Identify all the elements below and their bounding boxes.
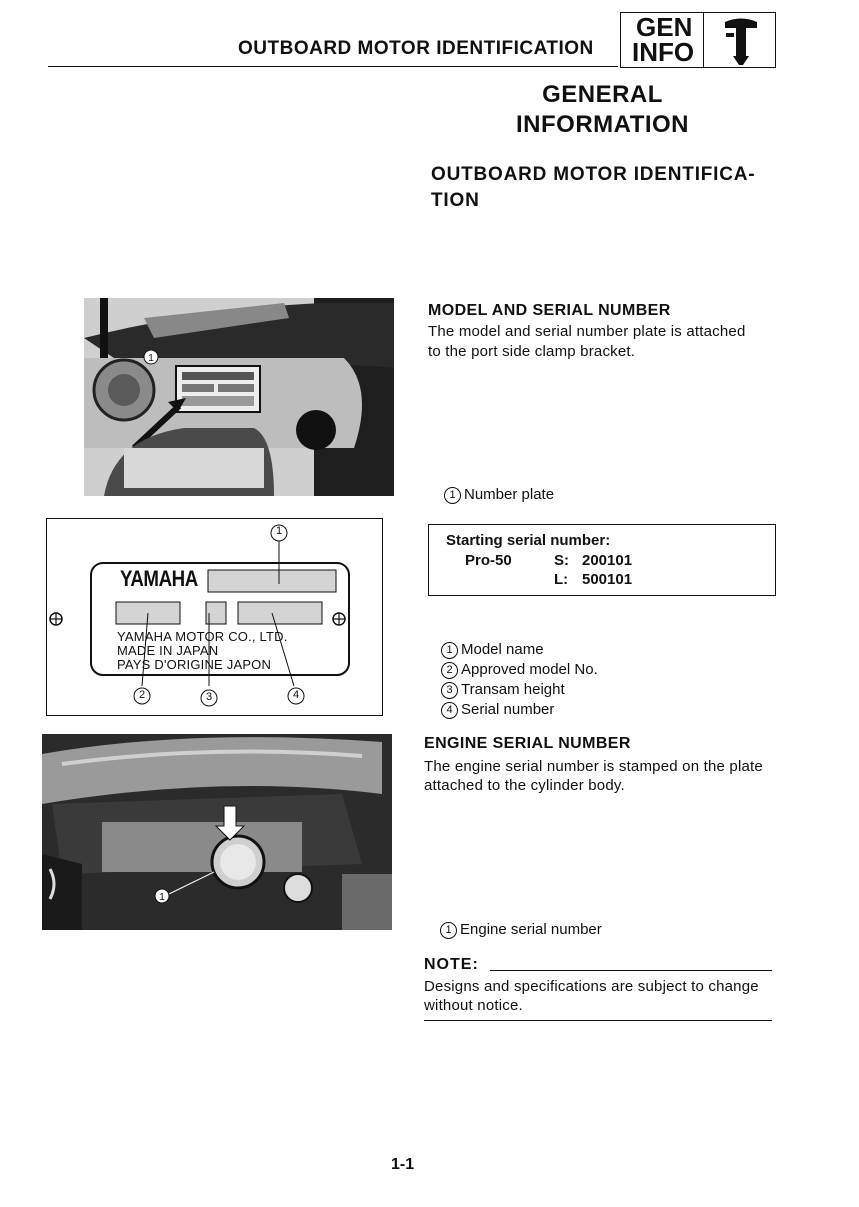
- engine-serial-para-line2: attached to the cylinder body.: [424, 777, 625, 794]
- plate-brand: YAMAHA: [120, 566, 198, 591]
- legend-text: Serial number: [461, 701, 555, 718]
- badge-info: INFO: [632, 37, 695, 67]
- running-title: OUTBOARD MOTOR IDENTIFICATION: [238, 38, 594, 59]
- svg-text:1: 1: [148, 353, 154, 364]
- note-label: NOTE:: [424, 956, 479, 973]
- legend-text: Transam height: [461, 681, 565, 698]
- serial-l-value: 500101: [582, 571, 633, 588]
- note-line1: Designs and specifications are subject t…: [424, 978, 759, 995]
- caption-text: Engine serial number: [460, 921, 602, 938]
- chapter-title-line2: INFORMATION: [515, 111, 690, 138]
- serial-s-value: 200101: [582, 552, 633, 569]
- plate-origin-fr-line: PAYS D'ORIGINE JAPON: [117, 657, 272, 672]
- engine-serial-heading: ENGINE SERIAL NUMBER: [424, 735, 631, 752]
- section-title-line1: OUTBOARD MOTOR IDENTIFICA-: [431, 164, 756, 185]
- serial-l-key: L:: [554, 571, 569, 588]
- plate-callout-4: 4: [292, 689, 300, 701]
- model-serial-para-line1: The model and serial number plate is att…: [428, 323, 746, 340]
- callout-number: 1: [444, 487, 461, 504]
- section-title: OUTBOARD MOTOR IDENTIFICA- TION: [431, 162, 781, 214]
- outboard-motor-icon: [725, 18, 757, 65]
- callout-number: 1: [440, 922, 457, 939]
- chapter-title-line1: GENERAL: [542, 81, 663, 108]
- svg-text:1: 1: [159, 892, 165, 903]
- starting-serial-box: [428, 524, 776, 596]
- legend-text: Model name: [461, 641, 544, 658]
- clamp-bracket-photo: 1: [84, 298, 394, 496]
- badge-divider: [703, 12, 704, 68]
- badge-gen: GEN: [636, 12, 693, 42]
- model-serial-heading: MODEL AND SERIAL NUMBER: [428, 302, 671, 319]
- engine-serial-para-line1: The engine serial number is stamped on t…: [424, 758, 763, 775]
- section-title-line2: TION: [431, 190, 480, 211]
- serial-box-label: Starting serial number:: [446, 532, 611, 549]
- plate-diagram: [49, 524, 350, 707]
- plate-callout-2: 2: [138, 689, 146, 701]
- plate-maker-line: YAMAHA MOTOR CO., LTD.: [117, 629, 288, 644]
- legend-number: 1: [441, 642, 458, 659]
- note-bottom-rule: [424, 1020, 772, 1021]
- chapter-title: GENERAL INFORMATION: [500, 80, 705, 140]
- plate-diagram-frame: [46, 518, 383, 716]
- legend-text: Approved model No.: [461, 661, 598, 678]
- note-line2: without notice.: [424, 997, 523, 1014]
- legend-number: 3: [441, 682, 458, 699]
- plate-callout-3: 3: [205, 691, 213, 703]
- model-serial-para-line2: to the port side clamp bracket.: [428, 343, 636, 360]
- note-rule: [490, 970, 772, 971]
- serial-s-key: S:: [554, 552, 569, 569]
- header-rule: [48, 66, 618, 67]
- legend-number: 4: [441, 702, 458, 719]
- page-number: 1-1: [391, 1156, 415, 1173]
- plate-callout-1: 1: [275, 525, 283, 537]
- plate-origin-en-line: MADE IN JAPAN: [117, 643, 219, 658]
- serial-model-name: Pro-50: [465, 552, 512, 569]
- caption-text: Number plate: [464, 486, 555, 503]
- legend-number: 2: [441, 662, 458, 679]
- section-badge: [620, 12, 776, 68]
- engine-serial-photo: 1: [42, 734, 392, 930]
